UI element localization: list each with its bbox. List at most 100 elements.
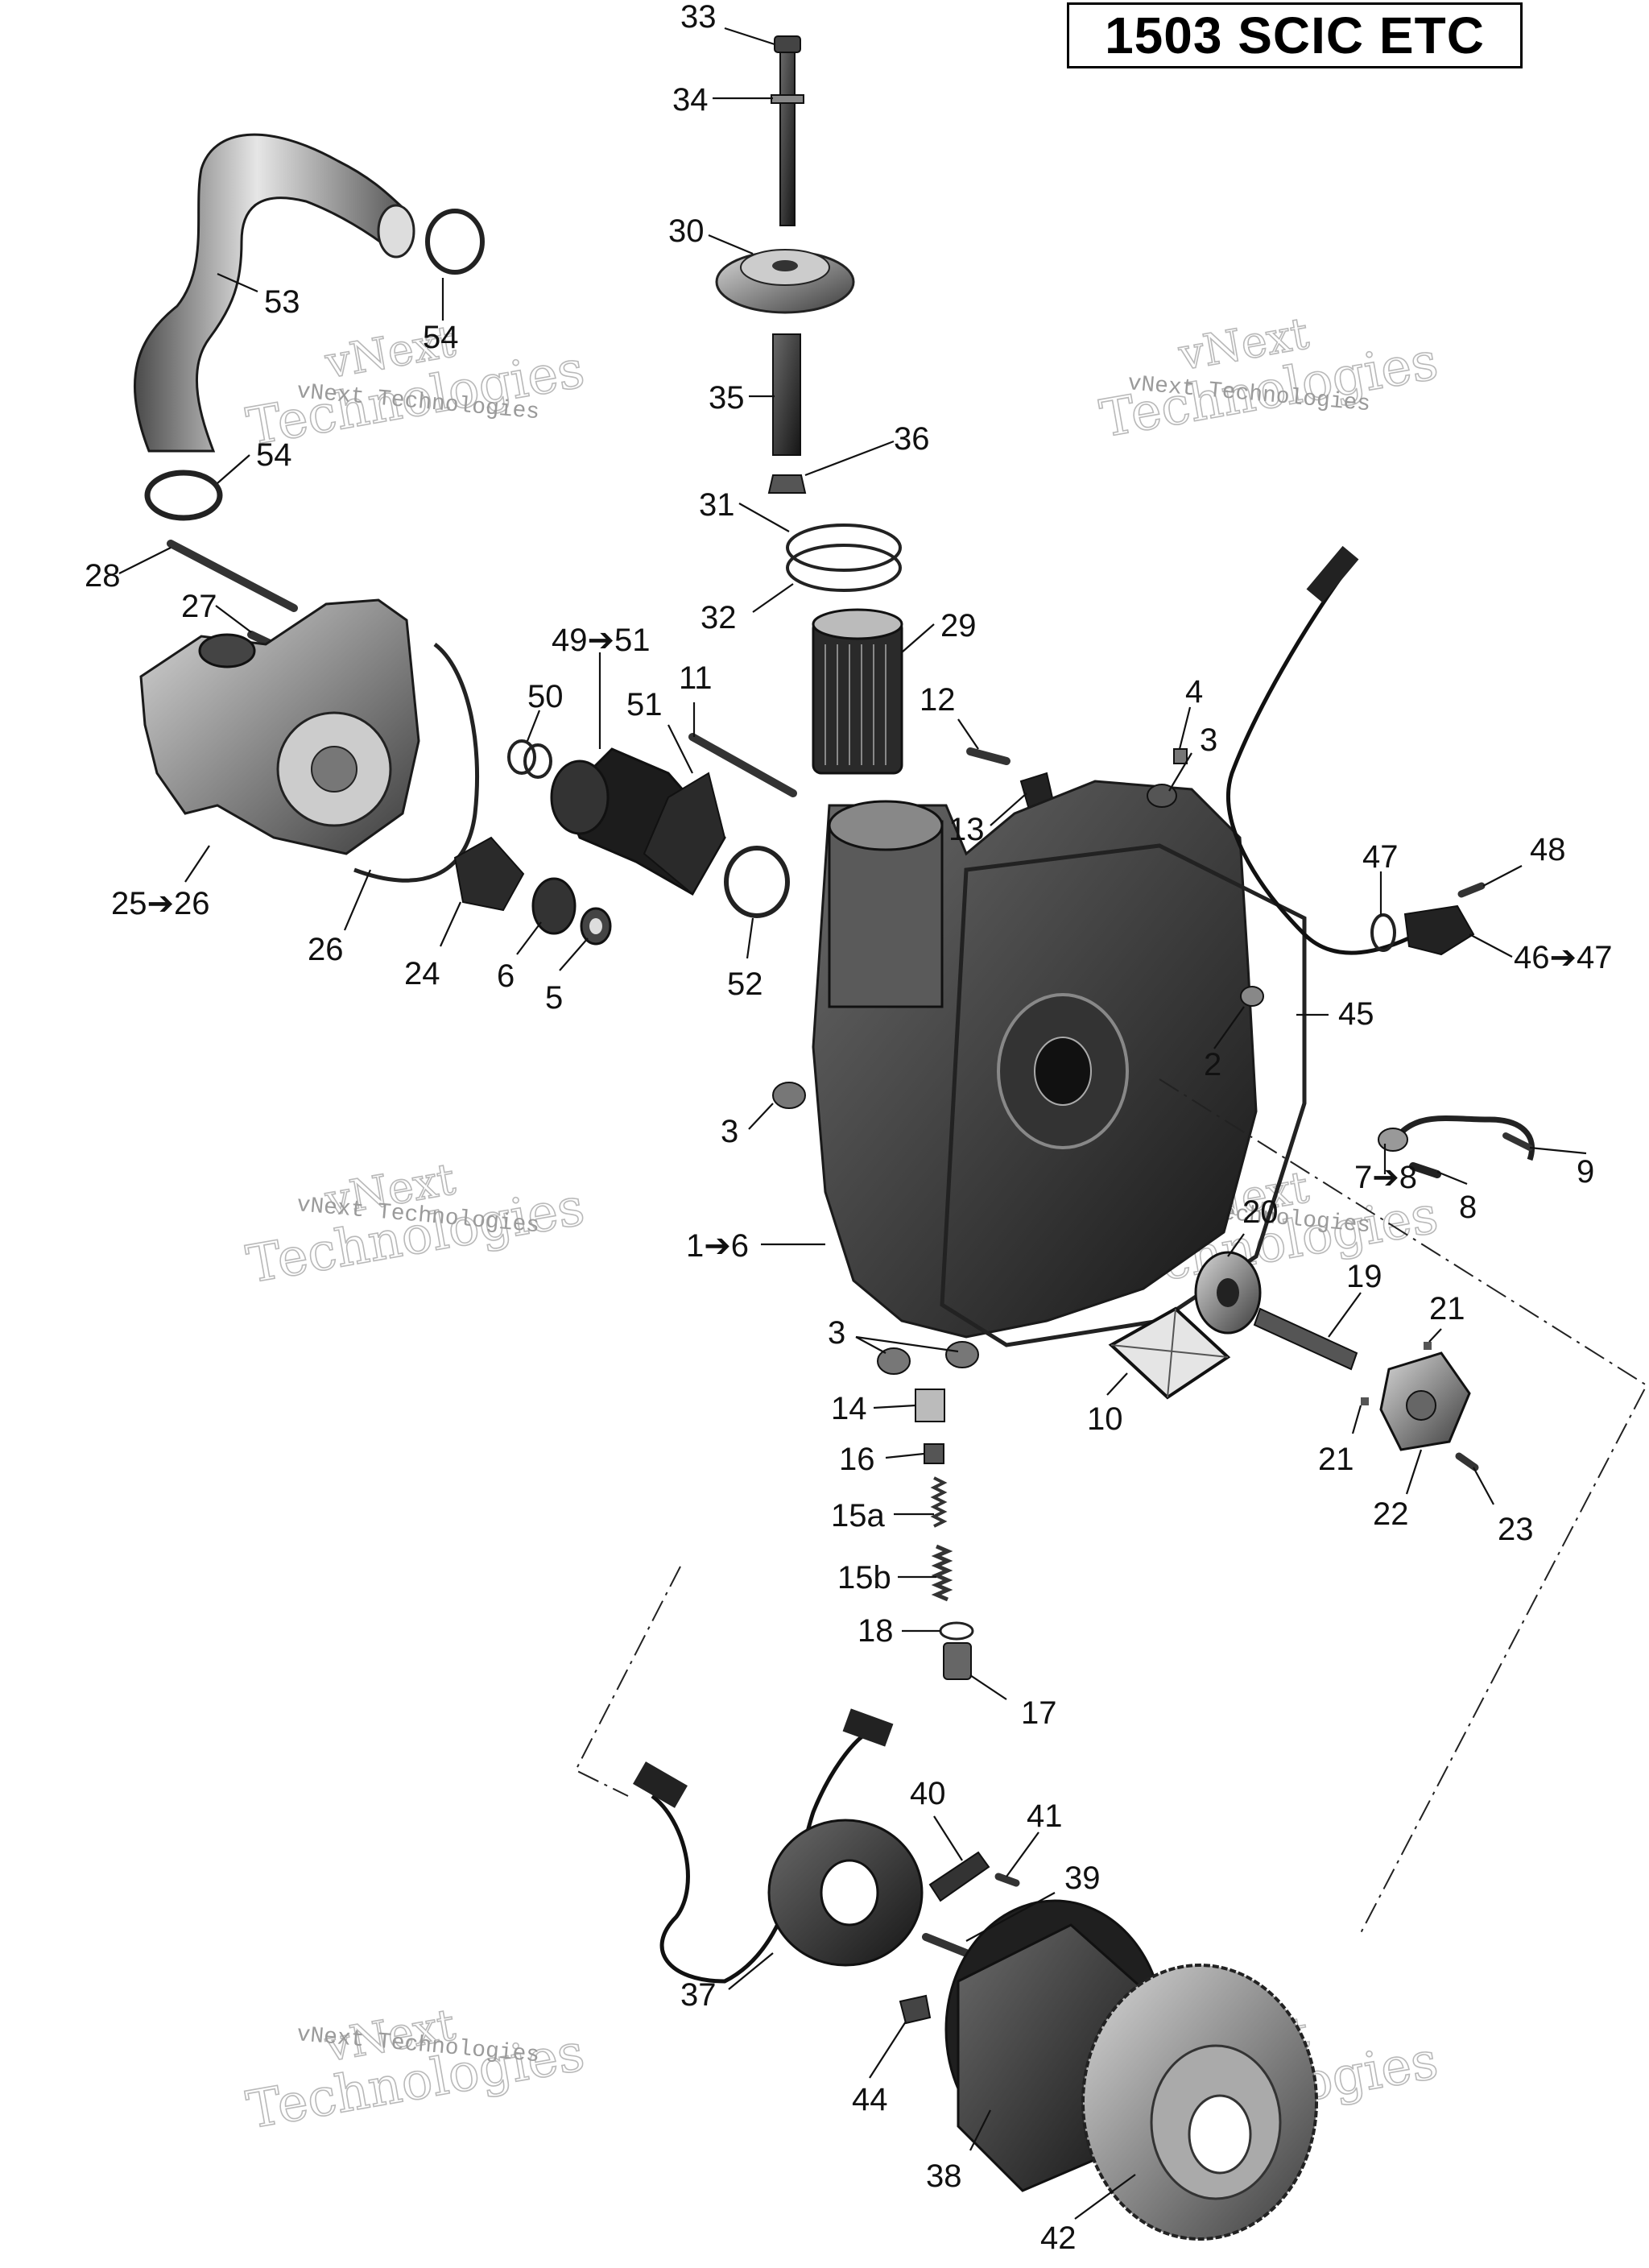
callout-12: 12 bbox=[920, 682, 956, 718]
callout-9: 9 bbox=[1577, 1154, 1594, 1190]
tube-35 bbox=[772, 333, 801, 456]
callout-36: 36 bbox=[894, 421, 930, 457]
guide-line-upper bbox=[1159, 1078, 1648, 1934]
banjo-7 bbox=[1378, 1128, 1408, 1152]
callout-16: 16 bbox=[839, 1442, 875, 1477]
gasket-45 bbox=[940, 843, 1307, 1347]
impeller-cover-hub bbox=[311, 746, 357, 793]
plunger-16 bbox=[924, 1443, 944, 1464]
rotor-20-hole bbox=[1217, 1278, 1239, 1307]
model-title: 1503 SCIC ETC bbox=[1105, 6, 1485, 64]
bolt-44 bbox=[899, 1994, 932, 2025]
callout-41: 41 bbox=[1027, 1798, 1063, 1834]
callout-34: 34 bbox=[672, 82, 709, 118]
washer-34 bbox=[771, 94, 804, 104]
callout-6: 6 bbox=[497, 958, 515, 994]
dowel-3-bottom-b bbox=[945, 1341, 979, 1368]
callout-44: 44 bbox=[852, 2082, 888, 2117]
oil-filter-29 bbox=[812, 619, 903, 775]
o-ring-32 bbox=[786, 544, 902, 592]
bolt-48 bbox=[1457, 882, 1486, 898]
nut-36 bbox=[767, 474, 807, 494]
stator-connector-left bbox=[633, 1761, 688, 1808]
spring-15b bbox=[931, 1544, 953, 1602]
washer-18 bbox=[939, 1621, 974, 1641]
stator-37-center bbox=[820, 1859, 879, 1927]
pump-inlet bbox=[198, 633, 256, 668]
callout-27: 27 bbox=[181, 589, 217, 624]
cover-bore-inner bbox=[1034, 1037, 1092, 1106]
spring-15a bbox=[930, 1476, 948, 1528]
bolt-33-34 bbox=[779, 48, 796, 226]
callout-24: 24 bbox=[404, 956, 440, 991]
callout-21-bottom: 21 bbox=[1318, 1442, 1354, 1477]
hose-51 bbox=[643, 772, 726, 896]
callout-20: 20 bbox=[1242, 1194, 1279, 1230]
callout-42: 42 bbox=[1040, 2220, 1077, 2256]
water-pump-housing-25 bbox=[139, 598, 420, 855]
bracket-40 bbox=[928, 1851, 990, 1902]
callout-30: 30 bbox=[668, 213, 705, 249]
pump-cover-22-hub bbox=[1406, 1390, 1436, 1421]
model-title-box: 1503 SCIC ETC bbox=[1067, 2, 1523, 68]
bolt-head-33 bbox=[774, 35, 801, 53]
guide-line-lower bbox=[574, 1566, 681, 1797]
callout-53: 53 bbox=[264, 284, 300, 320]
callout-8: 8 bbox=[1459, 1190, 1477, 1225]
callout-32: 32 bbox=[701, 600, 737, 635]
callout-labels: 33 34 30 35 36 31 32 29 53 54 54 28 27 4… bbox=[85, 0, 1613, 2256]
callout-38: 38 bbox=[926, 2158, 962, 2194]
callout-4: 4 bbox=[1185, 674, 1203, 710]
plug-17 bbox=[943, 1642, 972, 1680]
callout-7-8: 7➔8 bbox=[1354, 1160, 1417, 1195]
callout-17: 17 bbox=[1021, 1695, 1057, 1731]
callout-15b: 15b bbox=[837, 1560, 891, 1595]
callout-19: 19 bbox=[1346, 1259, 1382, 1294]
impeller-24 bbox=[453, 836, 525, 912]
callout-18: 18 bbox=[858, 1613, 894, 1649]
bolt-9 bbox=[1502, 1132, 1533, 1151]
callout-46-47: 46➔47 bbox=[1514, 940, 1613, 975]
oil-filter-29-top bbox=[812, 608, 903, 640]
callout-52: 52 bbox=[727, 966, 763, 1002]
callout-28: 28 bbox=[85, 558, 121, 594]
cage-14 bbox=[915, 1389, 945, 1422]
wire-connector bbox=[1306, 545, 1359, 603]
sensor-wire bbox=[1226, 570, 1419, 955]
callout-14: 14 bbox=[831, 1391, 867, 1426]
callout-29: 29 bbox=[940, 608, 977, 644]
callout-15a: 15a bbox=[831, 1498, 885, 1533]
callout-10: 10 bbox=[1087, 1401, 1123, 1437]
callout-54-top: 54 bbox=[423, 320, 459, 355]
callout-22: 22 bbox=[1373, 1496, 1409, 1532]
callout-35: 35 bbox=[709, 380, 745, 416]
callout-5: 5 bbox=[545, 980, 563, 1016]
callout-3-top: 3 bbox=[1200, 722, 1217, 758]
callout-54-bottom: 54 bbox=[256, 437, 292, 473]
callout-37: 37 bbox=[680, 1977, 717, 2013]
oil-line-7 bbox=[1395, 1115, 1535, 1161]
stator-connector-right bbox=[842, 1708, 894, 1747]
seal-6 bbox=[531, 877, 577, 935]
dowel-3-left bbox=[772, 1082, 806, 1109]
bolt-23 bbox=[1455, 1452, 1479, 1471]
dowel-2 bbox=[1240, 986, 1264, 1007]
callout-49-51: 49➔51 bbox=[552, 623, 651, 658]
callout-51: 51 bbox=[626, 687, 663, 722]
o-ring-50b bbox=[523, 743, 552, 779]
bolt-12 bbox=[966, 747, 1010, 765]
callout-23: 23 bbox=[1498, 1512, 1534, 1547]
dowel-3-bottom-a bbox=[877, 1347, 911, 1375]
callout-1-6: 1➔6 bbox=[686, 1228, 749, 1264]
callout-47: 47 bbox=[1362, 839, 1399, 875]
pin-21-bottom bbox=[1361, 1397, 1369, 1405]
o-ring-31 bbox=[786, 524, 902, 572]
bolt-8 bbox=[1409, 1162, 1441, 1178]
clamp-52 bbox=[724, 846, 790, 918]
callout-50: 50 bbox=[527, 679, 564, 714]
bolt-28 bbox=[167, 540, 298, 612]
callout-13: 13 bbox=[948, 812, 985, 847]
callout-31: 31 bbox=[699, 487, 735, 523]
callout-21-top: 21 bbox=[1429, 1291, 1465, 1326]
